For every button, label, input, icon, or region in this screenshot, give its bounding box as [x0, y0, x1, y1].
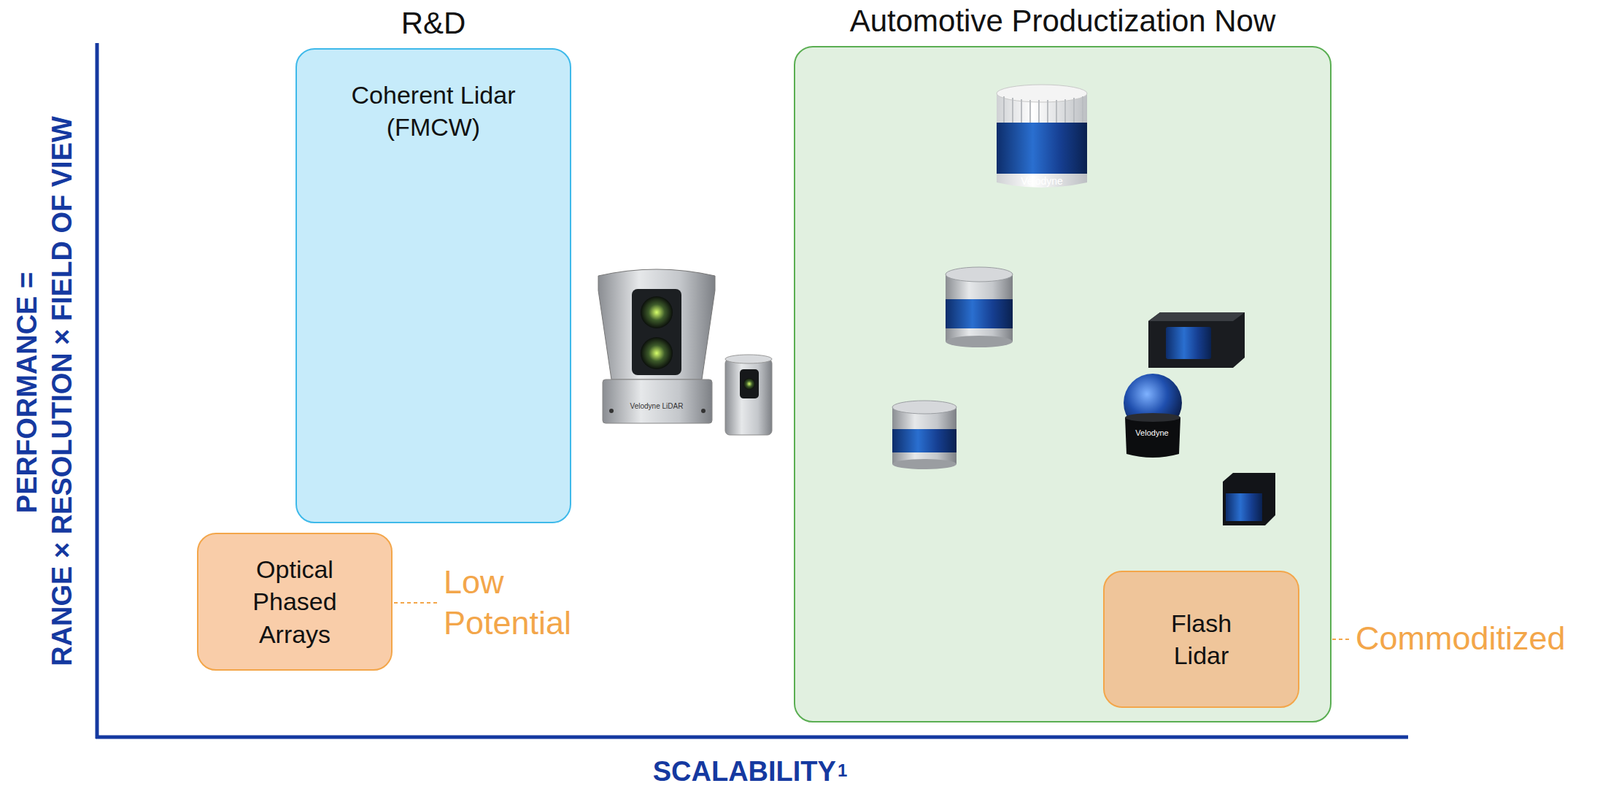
region-heading: R&D — [223, 5, 643, 41]
footnote-mark: 1 — [837, 760, 848, 780]
box-label: Coherent Lidar (FMCW) — [323, 78, 543, 144]
annotation: Commoditized — [1355, 617, 1566, 659]
x-axis-title: SCALABILITY1 — [652, 754, 848, 790]
production-region: Automotive Productization NowFlash Lidar — [793, 45, 1332, 723]
axis-title: SCALABILITY — [652, 755, 837, 787]
technology-box: Optical Phased Arrays — [196, 532, 393, 671]
brand-logo: Velodyne — [1135, 428, 1169, 439]
y-axis — [95, 43, 100, 739]
brand-logo: Velodyne LiDAR — [630, 402, 684, 412]
cube-sensor — [1222, 472, 1276, 526]
technology-box: Flash Lidar — [1103, 570, 1300, 708]
puck-sensor — [892, 400, 957, 470]
hdl32-sensor — [725, 354, 772, 435]
region-heading: Automotive Productization Now — [722, 3, 1404, 39]
x-axis — [95, 735, 1409, 740]
brand-logo: Velodyne — [1020, 175, 1064, 189]
box-label: Flash Lidar — [1150, 607, 1253, 672]
annotation: Low Potential — [443, 561, 605, 645]
rnd-region: R&DCoherent Lidar (FMCW) — [295, 48, 572, 524]
velarray-sensor — [1148, 312, 1245, 368]
box-label: Optical Phased Arrays — [232, 553, 357, 651]
leader-line — [393, 601, 438, 604]
axis-title: PERFORMANCE = — [10, 272, 46, 513]
puck-sensor — [945, 267, 1013, 348]
hdl64-sensor — [598, 269, 716, 424]
alpha-prime-sensor — [996, 84, 1088, 188]
axis-title: RANGE × RESOLUTION × FIELD OF VIEW — [45, 116, 81, 667]
dome-sensor — [1123, 373, 1182, 458]
